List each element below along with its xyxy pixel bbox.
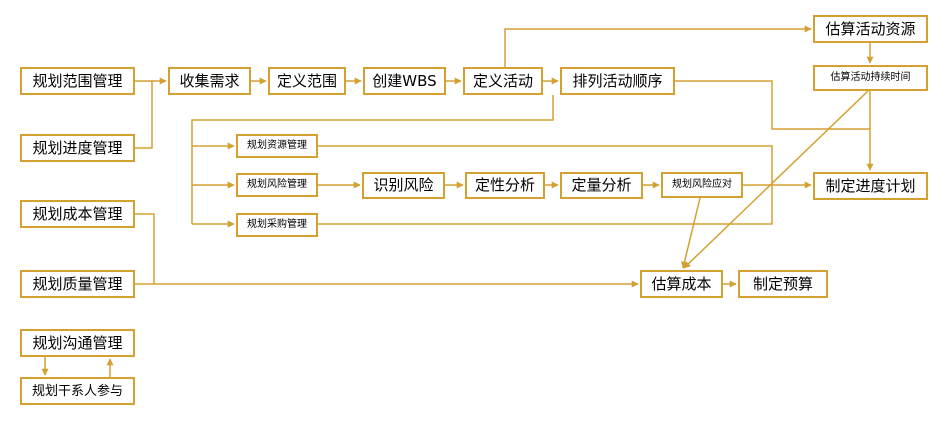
cost-mgmt-to-quality-line: [135, 213, 155, 284]
node-risk-response: 规划风险应对: [661, 172, 743, 198]
node-est-duration: 估算活动持续时间: [813, 65, 928, 91]
node-procure-mgmt: 规划采购管理: [236, 213, 318, 237]
node-budget: 制定预算: [738, 270, 828, 298]
node-quality-mgmt: 规划质量管理: [20, 270, 135, 298]
node-dev-schedule: 制定进度计划: [813, 172, 928, 200]
schedule-to-collect-arrow: [135, 81, 153, 149]
node-stakeholder: 规划干系人参与: [20, 377, 135, 405]
node-est-cost: 估算成本: [640, 270, 723, 298]
node-risk-mgmt: 规划风险管理: [236, 173, 318, 197]
node-resource-mgmt: 规划资源管理: [236, 134, 318, 158]
node-define-scope: 定义范围: [268, 67, 346, 95]
node-define-act: 定义活动: [463, 67, 543, 95]
node-qualitative: 定性分析: [465, 172, 545, 199]
node-identify-risk: 识别风险: [362, 172, 445, 199]
node-cost-mgmt: 规划成本管理: [20, 200, 135, 228]
activity-to-resources-arrow: [504, 25, 812, 67]
node-schedule-mgmt: 规划进度管理: [20, 134, 135, 162]
node-create-wbs: 创建WBS: [363, 67, 446, 95]
sequence-to-branch-line: [191, 95, 554, 224]
node-est-resources: 估算活动资源: [813, 15, 928, 43]
node-collect-req: 收集需求: [168, 67, 251, 95]
node-comm-mgmt: 规划沟通管理: [20, 329, 135, 357]
node-quantitative: 定量分析: [560, 172, 643, 199]
node-scope-mgmt: 规划范围管理: [20, 67, 135, 95]
node-sequence-act: 排列活动顺序: [560, 67, 675, 95]
response-to-cost-arrow: [681, 197, 701, 269]
